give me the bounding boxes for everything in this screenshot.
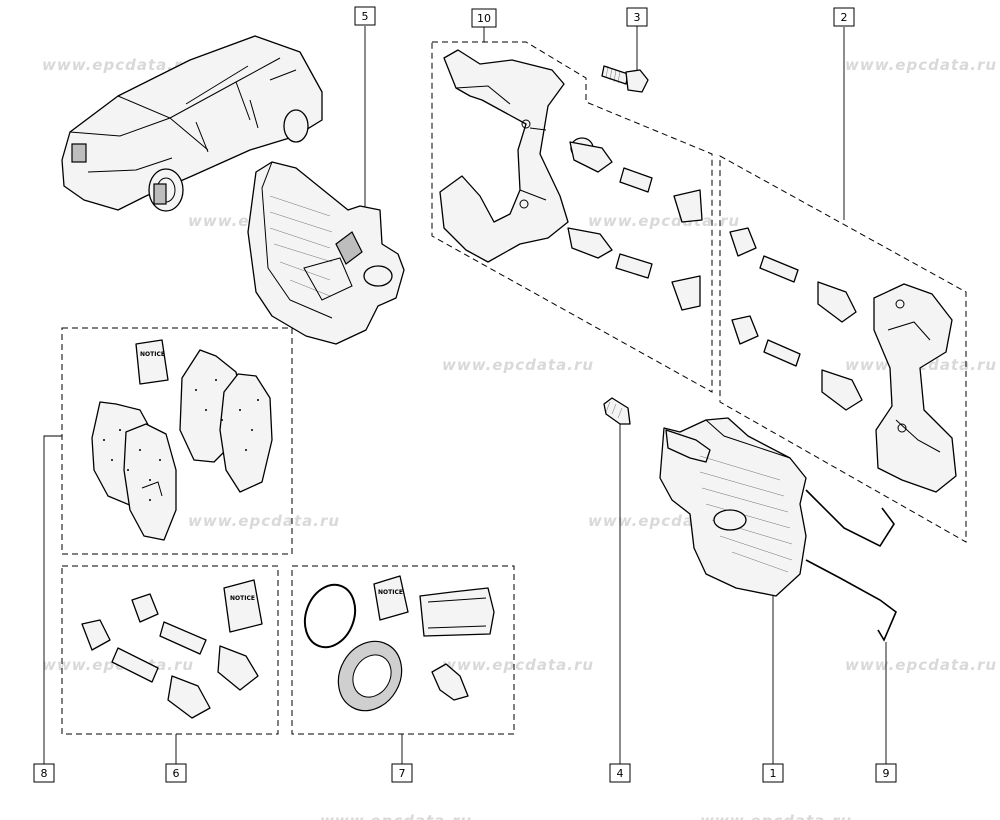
watermark-text: www.epcdata.ru <box>188 512 340 530</box>
front-brake-highlight-icon <box>153 183 167 205</box>
kit-8-outline <box>61 327 293 555</box>
callout-label: 8 <box>41 767 48 780</box>
notice-sheet-icon: NOTICE <box>373 575 409 621</box>
callout-7[interactable]: 7 <box>391 734 413 783</box>
kit-2-outline <box>719 155 967 543</box>
watermark-text: www.epcdata.ru <box>588 212 740 230</box>
watermark-text: www.epcdata.ru <box>700 812 852 820</box>
callout-4[interactable]: 4 <box>609 420 631 783</box>
caliper-assembly-drawing <box>247 161 405 345</box>
seal-kit-drawing: NOTICE <box>303 575 495 712</box>
callout-label: 5 <box>362 10 369 23</box>
vehicle-locator-illustration <box>61 35 323 212</box>
callout-5[interactable]: 5 <box>354 6 376 210</box>
callout-label: 4 <box>617 767 624 780</box>
brake-pads-drawing: NOTICE <box>91 339 273 541</box>
callout-3[interactable]: 3 <box>626 7 648 72</box>
svg-text:NOTICE: NOTICE <box>230 595 255 602</box>
callout-label: 1 <box>770 767 777 780</box>
watermark-text: www.epcdata.ru <box>442 656 594 674</box>
callout-label: 10 <box>477 12 491 25</box>
callout-9[interactable]: 9 <box>875 642 897 783</box>
kit-6-outline <box>61 565 279 735</box>
callout-6[interactable]: 6 <box>165 734 187 783</box>
watermark-text: www.epcdata.ru <box>320 812 472 820</box>
spring-drawing <box>805 489 897 642</box>
callout-2[interactable]: 2 <box>833 7 855 220</box>
callout-label: 6 <box>173 767 180 780</box>
notice-sheet-icon: NOTICE <box>135 339 169 385</box>
bleed-screw-drawing <box>603 397 631 425</box>
watermark-text: www.epcdata.ru <box>442 356 594 374</box>
guide-pins-drawing: NOTICE <box>81 579 263 719</box>
notice-sheet-icon: NOTICE <box>223 579 263 633</box>
callout-label: 2 <box>841 11 848 24</box>
bolt-drawing <box>601 65 649 93</box>
callout-10[interactable]: 10 <box>471 8 497 42</box>
kit-10-outline <box>431 41 713 393</box>
bracket-2-drawing <box>729 227 957 493</box>
callout-label: 9 <box>883 767 890 780</box>
callout-label: 3 <box>634 11 641 24</box>
callout-8[interactable]: 8 <box>33 435 62 783</box>
svg-text:NOTICE: NOTICE <box>140 351 165 358</box>
watermark-text: www.epcdata.ru <box>845 656 997 674</box>
callout-label: 7 <box>399 767 406 780</box>
watermark-text: www.epcdata.ru <box>845 56 997 74</box>
svg-text:NOTICE: NOTICE <box>378 589 403 596</box>
callout-1[interactable]: 1 <box>762 596 784 783</box>
watermark-text: www.epcdata.ru <box>42 56 194 74</box>
caliper-body-drawing <box>659 417 807 597</box>
front-brake-highlight-icon <box>71 143 87 163</box>
bracket-10-drawing <box>439 49 703 311</box>
kit-7-outline <box>291 565 515 735</box>
